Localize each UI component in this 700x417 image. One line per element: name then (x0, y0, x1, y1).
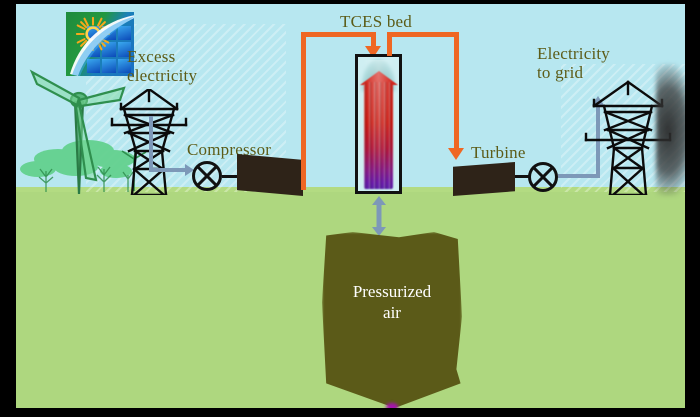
electricity-arrow-to-compressor (185, 164, 194, 176)
electricity-line-horizontal-left (149, 168, 186, 172)
turbine-valve-icon (528, 162, 558, 192)
excess-electricity-label: Excess electricity (127, 47, 198, 86)
arrow-head-down (372, 227, 386, 236)
air-exchange-arrow (370, 196, 388, 236)
pressurized-air-cavern (322, 232, 462, 408)
smoke-plume-icon (656, 64, 685, 196)
tces-bed-hot-front (359, 71, 398, 85)
pipe-bed-outlet-top (387, 32, 459, 37)
electricity-arrow-to-grid (592, 96, 604, 105)
grass-strip (16, 187, 685, 195)
arrow-stem (376, 204, 382, 228)
tces-bed-packing (364, 82, 393, 189)
turbine-body (453, 162, 515, 196)
panel-cell (87, 58, 101, 73)
solar-panel-logo (66, 12, 134, 76)
wind-turbine-icon (29, 69, 126, 194)
panel-cell (117, 58, 131, 73)
turbine-shaft (515, 175, 529, 178)
pipe-turbine-downcomer (454, 32, 459, 150)
compressor-label: Compressor (187, 140, 272, 159)
diagram-canvas: Compressor TCES bed Turbine (16, 4, 685, 408)
electricity-to-grid-label: Electricity to grid (537, 44, 610, 83)
pipe-arrow-into-turbine (448, 148, 464, 160)
compressor-shaft (222, 175, 238, 178)
panel-cell (117, 26, 131, 41)
panel-cell (102, 58, 116, 73)
compressor-body (237, 154, 303, 196)
tces-bed-label: TCES bed (340, 12, 412, 31)
pipe-compressor-top (301, 32, 376, 37)
swoosh-icon (70, 15, 134, 76)
electricity-line-vertical-left (149, 116, 153, 170)
tces-bed-reactor (355, 54, 402, 194)
pipe-into-bed (371, 32, 376, 48)
pipe-bed-outlet-riser (387, 32, 392, 56)
electricity-line-horizontal-right (558, 174, 600, 178)
pressurized-air-label: Pressurized air (352, 282, 432, 323)
cavern-bottom-marker (386, 403, 398, 408)
arrow-head-up (372, 196, 386, 205)
turbine-label: Turbine (471, 143, 526, 162)
transmission-tower-right (584, 80, 672, 195)
electricity-line-vertical-right (596, 105, 600, 178)
pipe-compressor-riser (301, 32, 306, 190)
panel-cell (117, 42, 131, 57)
compressor-valve-icon (192, 161, 222, 191)
